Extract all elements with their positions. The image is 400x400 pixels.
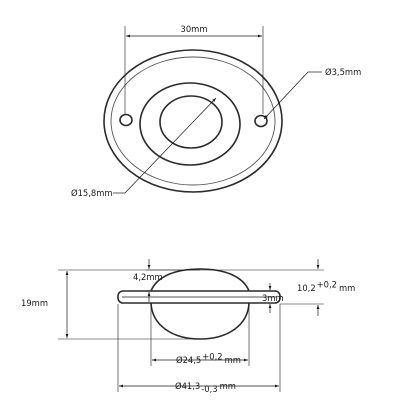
flange-inner-edge: [110, 56, 276, 186]
ball-outline: [159, 95, 223, 149]
housing-body: [150, 302, 250, 340]
mounting-hole-left: [119, 113, 133, 127]
flange-outer-edge: [103, 49, 283, 193]
mounting-hole-right: [254, 114, 268, 128]
hole-spacing-dimension: 30mm: [124, 24, 264, 114]
overall-height-label: 19mm: [21, 298, 48, 308]
flange-thickness-label: 3mm: [262, 293, 284, 303]
ball-diameter-dimension: Ø15,8mm: [71, 97, 217, 198]
ball-diameter-label: Ø15,8mm: [71, 188, 113, 198]
ball-top-cap: [150, 268, 250, 292]
hole-diameter-dimension: Ø3,5mm: [263, 67, 361, 120]
hole-spacing-label: 30mm: [181, 24, 208, 34]
ball-protrusion-label: 4,2mm: [133, 272, 163, 282]
ball-protrusion-dimension: 4,2mm: [133, 259, 200, 302]
top-view: 30mm Ø3,5mm Ø15,8mm: [71, 24, 361, 198]
flange-plate: [117, 290, 281, 304]
hole-diameter-label: Ø3,5mm: [325, 67, 361, 77]
flange-thickness-dimension: 3mm: [250, 283, 284, 313]
overall-height-dimension: 19mm: [21, 269, 200, 340]
housing-ring: [139, 82, 241, 166]
